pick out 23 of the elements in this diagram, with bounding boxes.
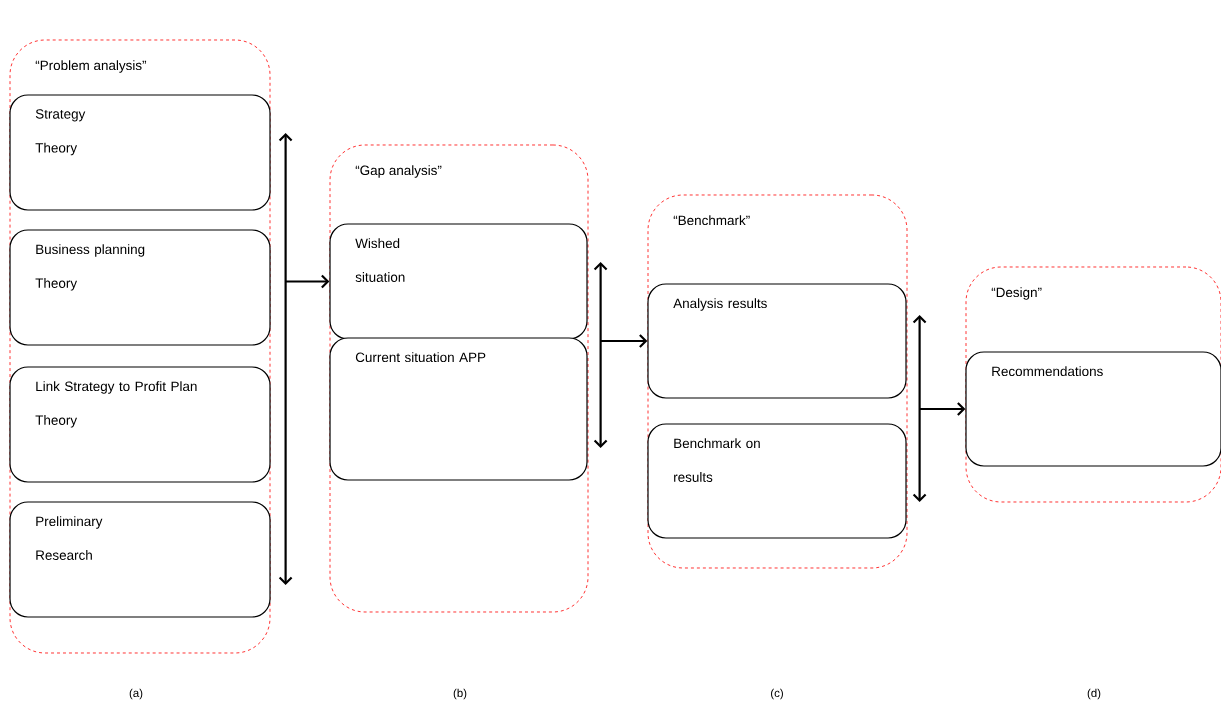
rounded-box: Preliminary Research (9, 501, 271, 618)
rounded-box: Current situation APP (329, 337, 588, 481)
group-heading: “Design” (991, 287, 1042, 300)
group-heading: “Benchmark” (673, 215, 750, 226)
panel-label: (c) (771, 688, 783, 700)
rounded-box: Recommendations (965, 351, 1221, 467)
group-heading: “Problem analysis” (35, 60, 147, 73)
arrow (600, 334, 648, 348)
rounded-box: Wished situation (329, 223, 588, 340)
rounded-box: Benchmark on results (647, 423, 907, 539)
arrow (919, 402, 966, 416)
rounded-box: Strategy Theory (9, 94, 271, 211)
group-heading: “Gap analysis” (355, 165, 442, 178)
double-headed-arrow (593, 262, 608, 448)
rounded-box: Analysis results (647, 283, 907, 399)
panel-label: (d) (1087, 688, 1101, 700)
rounded-box: Business planning Theory (9, 229, 271, 346)
panel-label: (b) (453, 688, 467, 700)
arrow (285, 274, 330, 289)
rounded-box: Link Strategy to Profit Plan Theory (9, 366, 271, 483)
panel-label: (a) (129, 688, 143, 700)
double-headed-arrow (912, 315, 927, 502)
double-headed-arrow (278, 133, 293, 585)
